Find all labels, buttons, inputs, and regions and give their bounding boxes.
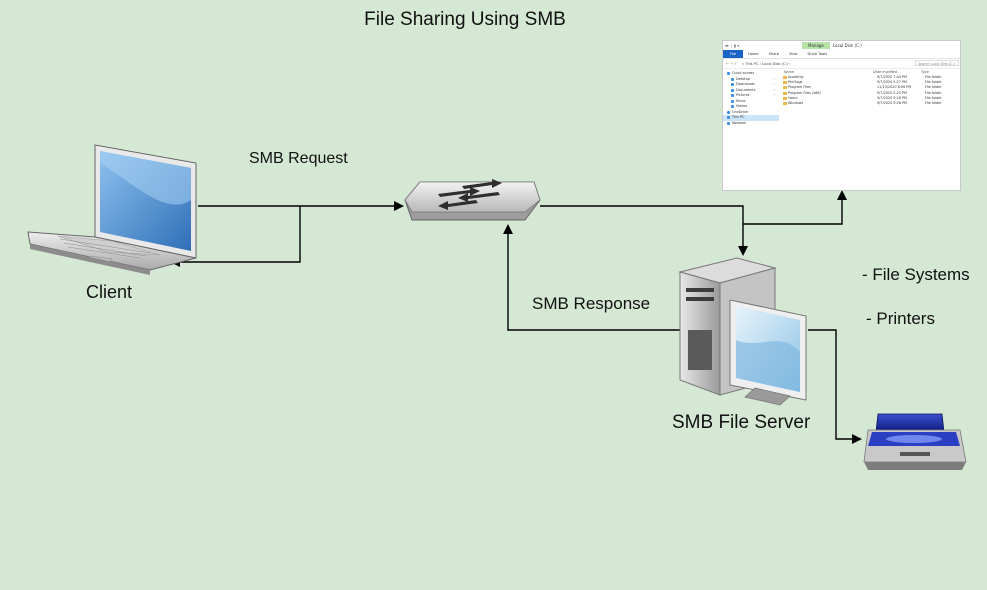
folder-icon <box>783 96 787 100</box>
explorer-list-header: Name Date modified Type <box>779 69 960 75</box>
nav-item-icon <box>727 110 730 114</box>
nav-item-this-pc[interactable]: This PC <box>723 115 779 121</box>
nav-item-icon <box>731 88 734 92</box>
nav-item-onedrive[interactable]: OneDrive <box>723 110 779 116</box>
diagram-title: File Sharing Using SMB <box>364 9 566 30</box>
explorer-path[interactable]: « This PC › Local Disk (C:) › <box>742 61 791 66</box>
folder-icon <box>783 101 787 105</box>
folder-icon <box>783 91 787 95</box>
column-header-date-modified[interactable]: Date modified <box>873 70 898 74</box>
folder-icon <box>783 86 787 90</box>
server-label: SMB File Server <box>672 412 811 433</box>
client-return-connector <box>180 206 301 263</box>
server-to-explorer-arrowhead <box>837 190 847 200</box>
nav-item-icon <box>727 121 730 125</box>
switch-to-server-connector <box>540 205 744 248</box>
smb-request-label: SMB Request <box>249 150 348 167</box>
nav-item-music[interactable]: Music <box>723 99 779 105</box>
pin-icon: ✓ <box>773 82 776 86</box>
server-to-printer-arrowhead <box>852 434 862 444</box>
explorer-address-bar: ← → ↑ « This PC › Local Disk (C:) › Sear… <box>723 59 960 69</box>
explorer-title-bar: ▬ │ ▮ ▾ Manage Local Disk (C:) <box>723 41 960 50</box>
ribbon-tab-file[interactable]: File <box>723 50 744 58</box>
column-header-type[interactable]: Type <box>921 70 929 74</box>
smb-response-connector <box>507 232 680 331</box>
nav-item-icon <box>727 72 730 75</box>
smb-response-arrowhead <box>503 224 513 234</box>
ribbon-tab-share[interactable]: Share <box>768 52 780 56</box>
resource-file-systems: - File Systems <box>862 265 970 284</box>
smb-response-label: SMB Response <box>532 294 651 313</box>
nav-item-icon <box>731 99 734 103</box>
nav-item-downloads[interactable]: Downloads✓ <box>723 82 779 88</box>
folder-icon: ▬ │ ▮ ▾ <box>725 43 740 48</box>
nav-item-quick-access[interactable]: Quick access <box>723 71 779 77</box>
nav-item-documents[interactable]: Documents✓ <box>723 88 779 94</box>
connectors <box>170 190 862 444</box>
nav-item-network[interactable]: Network <box>723 121 779 127</box>
server-computer-icon <box>678 257 807 406</box>
explorer-search-input[interactable]: Search Local Disk (C:) <box>915 60 959 66</box>
network-switch-icon <box>404 179 541 221</box>
nav-item-icon <box>731 94 734 97</box>
nav-item-pictures[interactable]: Pictures✓ <box>723 93 779 99</box>
client-label: Client <box>86 282 133 302</box>
printer-icon <box>863 413 967 470</box>
pin-icon: ✓ <box>773 93 776 97</box>
pin-icon: ✓ <box>773 87 776 92</box>
nav-item-icon <box>727 116 730 119</box>
ribbon-tab-view[interactable]: View <box>789 52 798 56</box>
smb-request-arrowhead <box>394 201 404 211</box>
column-header-name[interactable]: Name <box>784 70 795 74</box>
server-to-printer-connector <box>808 329 854 440</box>
server-to-explorer-connector <box>743 198 843 225</box>
nav-item-icon <box>731 105 734 108</box>
laptop-icon <box>27 144 197 275</box>
nav-arrows-icon[interactable]: ← → ↑ <box>726 61 738 66</box>
switch-to-server-arrowhead <box>738 246 748 256</box>
ribbon-tab-home[interactable]: Home <box>748 52 759 56</box>
explorer-manage-tab[interactable]: Manage <box>802 42 830 49</box>
ribbon-tab-drive-tools[interactable]: Drive Tools <box>807 52 828 56</box>
nav-item-desktop[interactable]: Desktop✓ <box>723 77 779 83</box>
nav-item-icon <box>731 83 734 86</box>
explorer-ribbon: File Home Share View Drive Tools <box>723 50 960 59</box>
nav-item-videos[interactable]: Videos <box>723 104 779 110</box>
resource-printers: - Printers <box>866 309 935 328</box>
nav-item-icon <box>731 77 734 81</box>
pin-icon: ✓ <box>773 76 776 81</box>
folder-icon <box>783 81 787 85</box>
folder-icon <box>783 76 787 79</box>
explorer-window-title: Local Disk (C:) <box>833 43 862 48</box>
